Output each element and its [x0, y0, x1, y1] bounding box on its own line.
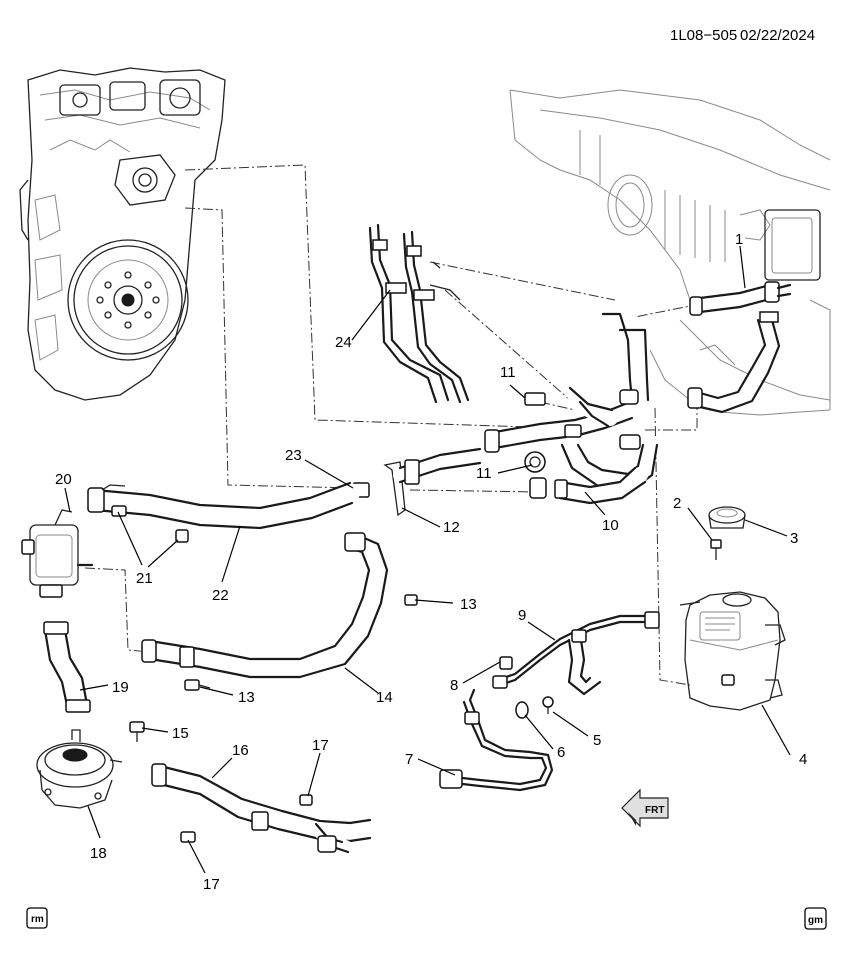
callout-13b: 13 — [238, 689, 255, 706]
connection-line — [184, 164, 561, 429]
connection-line — [654, 407, 691, 686]
callout-22: 22 — [212, 587, 229, 604]
callout-17a: 17 — [312, 737, 329, 754]
callout-4: 4 — [799, 751, 807, 768]
hose-bracket — [352, 447, 487, 517]
hose-clip-17 — [180, 794, 313, 843]
diagram-id: 1L08−505 — [670, 27, 737, 44]
flywheel-icon — [67, 239, 189, 361]
connection-line — [409, 489, 541, 493]
reservoir-cap-icon — [708, 506, 746, 529]
callout-7: 7 — [405, 751, 413, 768]
svg-text:rm: rm — [31, 914, 44, 925]
callout-1: 1 — [735, 231, 743, 248]
right-footer-badge: gm — [804, 907, 827, 930]
callout-5: 5 — [593, 732, 601, 749]
connection-line — [539, 401, 576, 411]
auxiliary-pump-icon — [21, 509, 94, 598]
callout-21: 21 — [136, 570, 153, 587]
callout-24: 24 — [335, 334, 352, 351]
callout-14: 14 — [376, 689, 393, 706]
front-direction-arrow-icon: FRT — [621, 788, 669, 828]
callout-15: 15 — [172, 725, 189, 742]
callout-6: 6 — [557, 744, 565, 761]
hose-clip-5-6 — [515, 696, 554, 719]
connection-line — [184, 207, 356, 489]
callout-11b: 11 — [500, 364, 516, 381]
coolant-hose-cluster — [484, 306, 659, 505]
hose-clip-21 — [111, 505, 189, 543]
coolant-hose-16 — [151, 763, 379, 856]
front-direction-label: FRT — [645, 805, 664, 816]
leader-lines — [64, 245, 791, 874]
callout-11a: 11 — [476, 465, 492, 482]
hose-clip-13 — [184, 594, 418, 691]
callout-2: 2 — [673, 495, 681, 512]
callout-10: 10 — [602, 517, 619, 534]
coolant-hose-19 — [43, 620, 91, 720]
callout-20: 20 — [55, 471, 72, 488]
connection-line — [84, 567, 151, 653]
callout-8: 8 — [450, 677, 458, 694]
engine-block-icon — [19, 67, 226, 401]
callout-12: 12 — [443, 519, 460, 536]
firewall-panel-icon — [509, 89, 831, 416]
hose-clip-15 — [129, 721, 145, 742]
water-pump-icon — [36, 729, 123, 809]
diagram-date: 02/22/2024 — [740, 27, 815, 44]
left-footer-badge: rm — [26, 907, 48, 929]
svg-text:gm: gm — [808, 915, 823, 926]
callout-18: 18 — [90, 845, 107, 862]
heater-pipe-assembly — [368, 223, 470, 404]
coolant-hose-14 — [141, 532, 389, 679]
callout-19: 19 — [112, 679, 129, 696]
connection-line — [619, 294, 746, 321]
callout-9: 9 — [518, 607, 526, 624]
connection-line — [444, 289, 571, 401]
connection-line — [429, 261, 616, 301]
heater-hose-upper — [687, 281, 792, 414]
reservoir-bolt-icon — [710, 539, 722, 560]
callout-17b: 17 — [203, 876, 220, 893]
coolant-reservoir-icon — [679, 591, 786, 711]
hose-clamp-11 — [524, 392, 546, 473]
callout-13a: 13 — [460, 596, 477, 613]
callout-23: 23 — [285, 447, 302, 464]
vent-hose-assembly — [439, 611, 660, 792]
callout-16: 16 — [232, 742, 249, 759]
coolant-hose-22 — [85, 481, 360, 530]
callout-3: 3 — [790, 530, 798, 547]
